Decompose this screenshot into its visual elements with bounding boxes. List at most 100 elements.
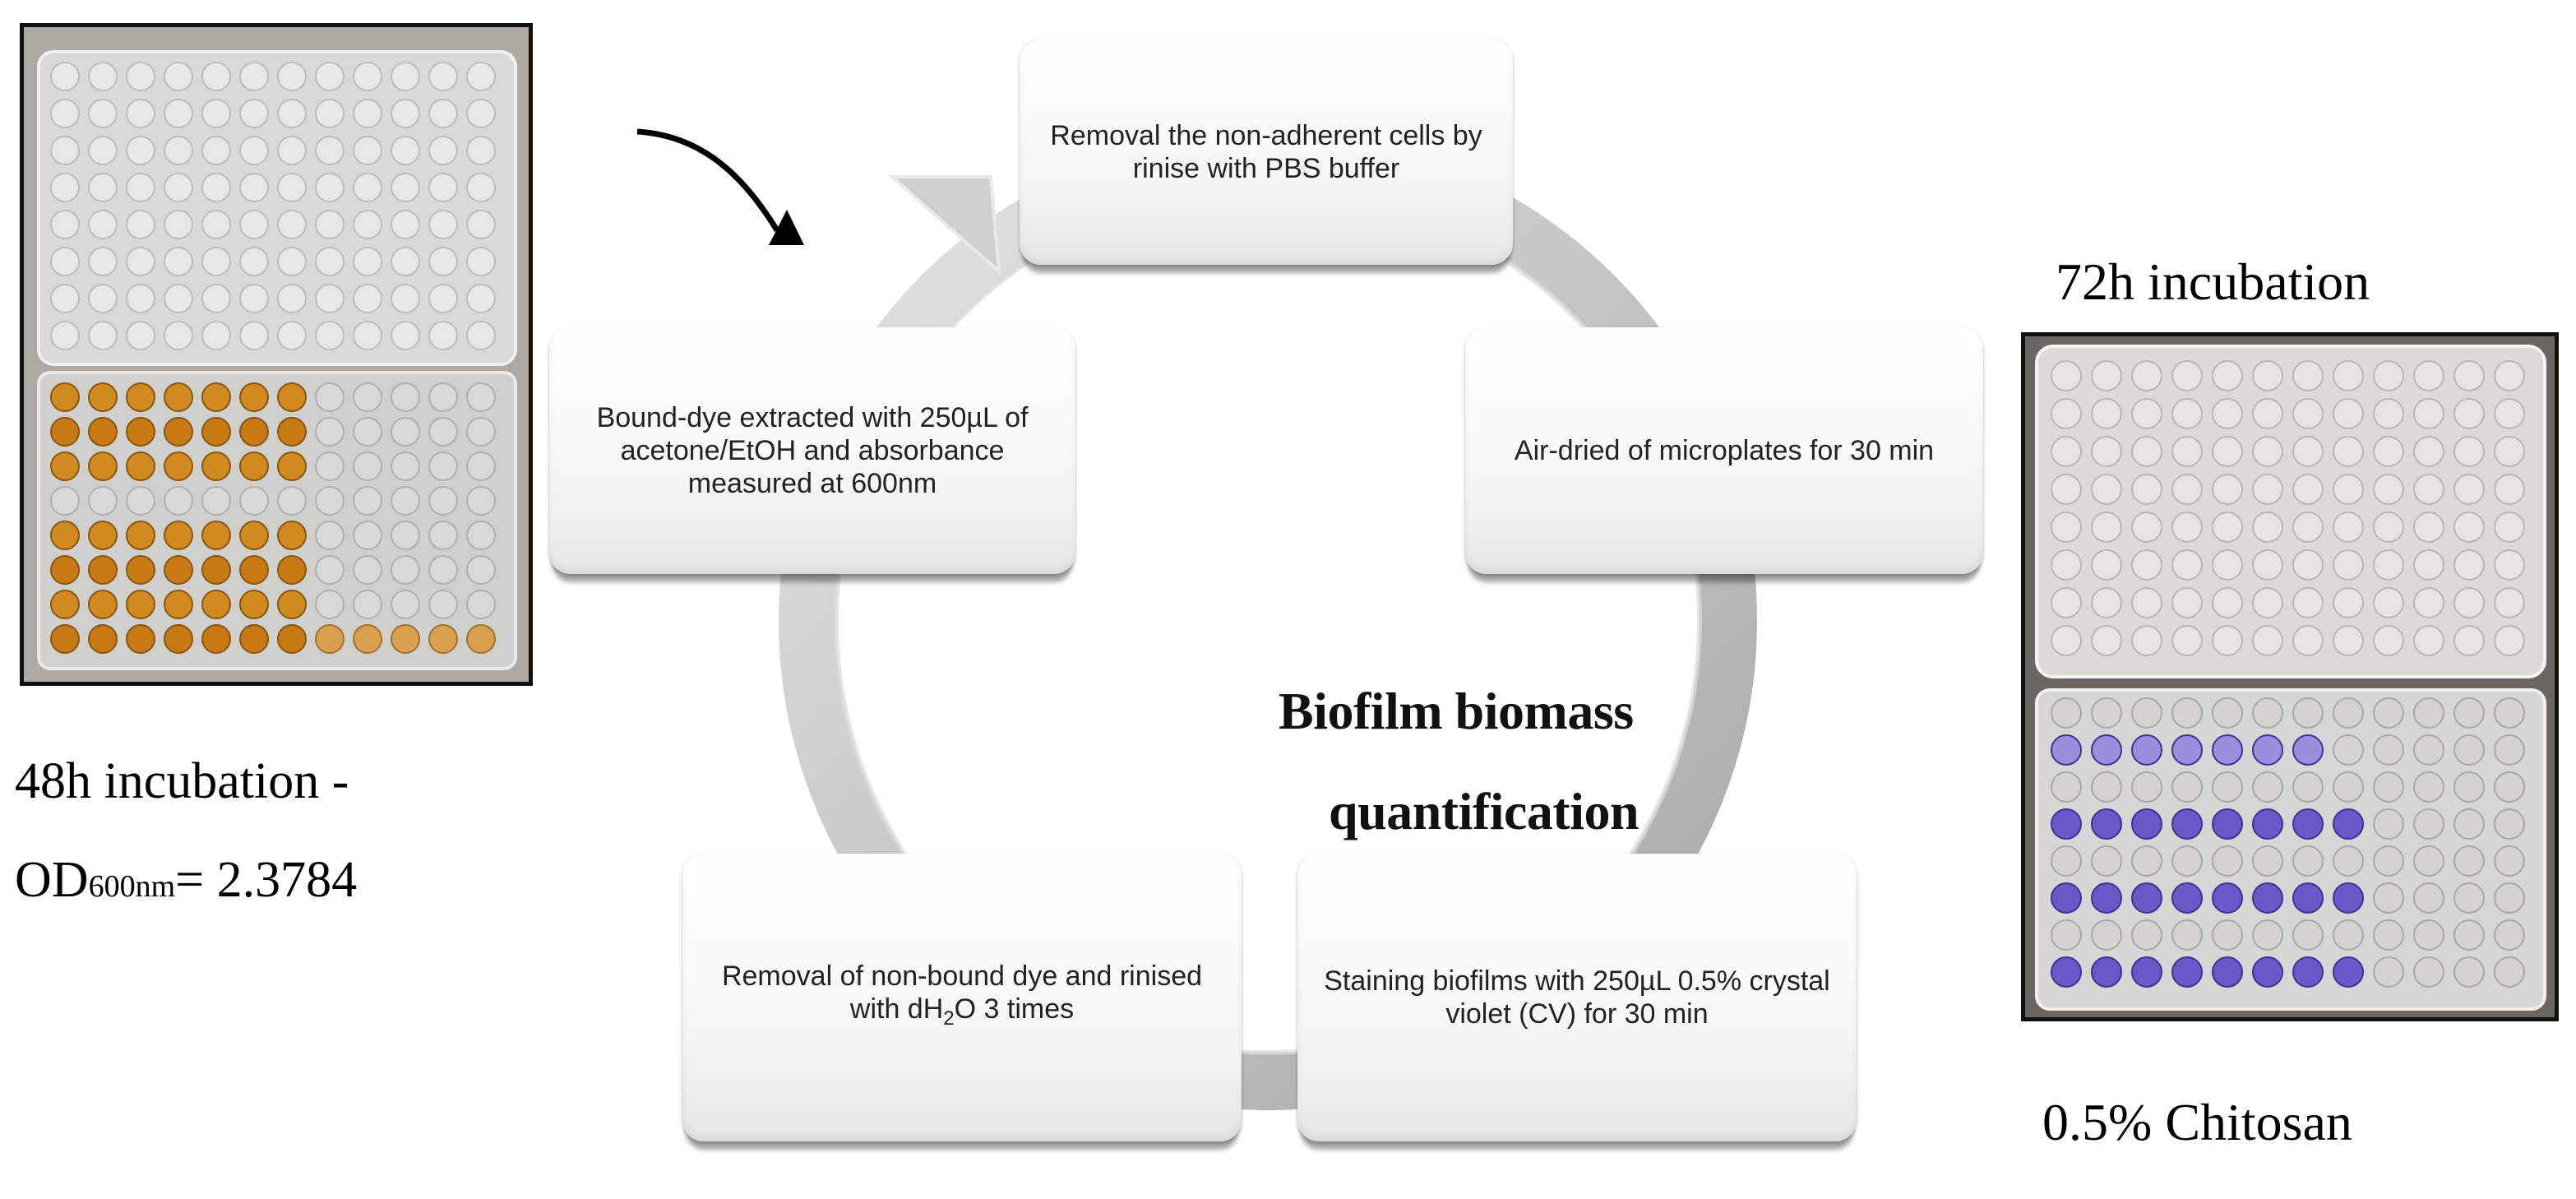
- microplate-well: [2252, 360, 2283, 391]
- microplate-well: [391, 382, 420, 412]
- microplate-well: [466, 590, 496, 619]
- microplate-well: [2494, 398, 2525, 429]
- microplate-well: [2453, 845, 2485, 877]
- microplate-well: [2091, 697, 2122, 729]
- microplate-well: [2212, 436, 2243, 467]
- microplate-well: [428, 136, 458, 165]
- microplate-well: [2051, 587, 2082, 618]
- right-microplate-image: [2025, 336, 2555, 1017]
- microplate-well: [164, 247, 193, 276]
- microplate-well: [315, 451, 345, 481]
- microplate-well: [201, 451, 231, 481]
- cycle-arrowhead: [887, 175, 1001, 275]
- microplate-well: [2212, 734, 2243, 766]
- microplate-well: [2051, 398, 2082, 429]
- microplate-well: [2051, 919, 2082, 951]
- microplate-well: [428, 624, 458, 654]
- microplate-well: [2212, 474, 2243, 505]
- microplate-well: [2373, 625, 2404, 656]
- microplate-well: [2051, 882, 2082, 914]
- microplate-well: [164, 173, 193, 202]
- microplate-well: [2051, 549, 2082, 581]
- microplate-well: [2333, 808, 2364, 840]
- microplate-well: [239, 284, 269, 313]
- microplate-well: [2171, 697, 2203, 729]
- microplate-well: [2333, 549, 2364, 581]
- microplate-well: [2494, 625, 2525, 656]
- microplate-well: [2373, 919, 2404, 951]
- microplate-well: [164, 451, 193, 481]
- microplate-well: [2413, 734, 2444, 766]
- microplate-well: [164, 521, 193, 550]
- microplate-well: [2171, 398, 2203, 429]
- microplate-well: [126, 555, 155, 585]
- microplate-well: [88, 521, 118, 550]
- microplate-well: [201, 247, 231, 276]
- microplate-well: [2453, 360, 2485, 391]
- microplate-well: [2171, 436, 2203, 467]
- microplate-well: [391, 555, 420, 585]
- microplate-well: [2051, 360, 2082, 391]
- microplate-well: [2091, 587, 2122, 618]
- microplate-well: [2171, 734, 2203, 766]
- microplate-well: [239, 99, 269, 128]
- microplate-well: [2453, 882, 2485, 914]
- microplate-well: [88, 555, 118, 585]
- microplate-well: [2292, 398, 2324, 429]
- microplate-well: [315, 624, 345, 654]
- microplate-well: [2212, 919, 2243, 951]
- microplate-well: [353, 624, 382, 654]
- microplate-well: [2292, 549, 2324, 581]
- microplate-well: [315, 136, 345, 165]
- microplate-well: [88, 62, 118, 91]
- microplate-well: [2413, 697, 2444, 729]
- microplate-well: [277, 173, 307, 202]
- microplate-well: [466, 521, 496, 550]
- microplate-well: [164, 590, 193, 619]
- microplate-well: [277, 210, 307, 239]
- microplate-well: [391, 451, 420, 481]
- microplate-well: [391, 284, 420, 313]
- microplate-well: [315, 321, 345, 350]
- microplate-well: [428, 451, 458, 481]
- microplate-well: [126, 451, 155, 481]
- microplate-well: [50, 136, 80, 165]
- microplate-well: [50, 624, 80, 654]
- microplate-well: [2051, 625, 2082, 656]
- microplate-well: [2494, 771, 2525, 803]
- microplate-well: [353, 486, 382, 516]
- microplate-well: [201, 486, 231, 516]
- microplate-well: [2494, 956, 2525, 988]
- microplate-well: [2333, 697, 2364, 729]
- microplate-well: [391, 136, 420, 165]
- microplate-well: [277, 247, 307, 276]
- microplate-well: [2091, 808, 2122, 840]
- microplate-well: [164, 555, 193, 585]
- microplate-well: [353, 247, 382, 276]
- microplate-well: [428, 382, 458, 412]
- microplate-well: [277, 555, 307, 585]
- microplate-well: [391, 173, 420, 202]
- microplate-well: [50, 486, 80, 516]
- microplate-well: [164, 624, 193, 654]
- microplate-well: [2131, 771, 2162, 803]
- microplate-well: [2494, 919, 2525, 951]
- microplate-well: [239, 136, 269, 165]
- microplate-well: [353, 321, 382, 350]
- microplate-well: [2453, 697, 2485, 729]
- microplate-well: [50, 590, 80, 619]
- microplate-well: [2091, 845, 2122, 877]
- microplate-well: [2413, 436, 2444, 467]
- microplate-well: [2373, 549, 2404, 581]
- microplate-well: [126, 284, 155, 313]
- microplate-well: [2292, 587, 2324, 618]
- microplate-well: [2252, 697, 2283, 729]
- microplate-well: [391, 417, 420, 447]
- microplate-well: [2131, 360, 2162, 391]
- microplate-well: [428, 173, 458, 202]
- microplate-well: [428, 486, 458, 516]
- microplate-well: [428, 417, 458, 447]
- microplate-well: [2171, 956, 2203, 988]
- microplate-well: [88, 284, 118, 313]
- microplate-well: [201, 210, 231, 239]
